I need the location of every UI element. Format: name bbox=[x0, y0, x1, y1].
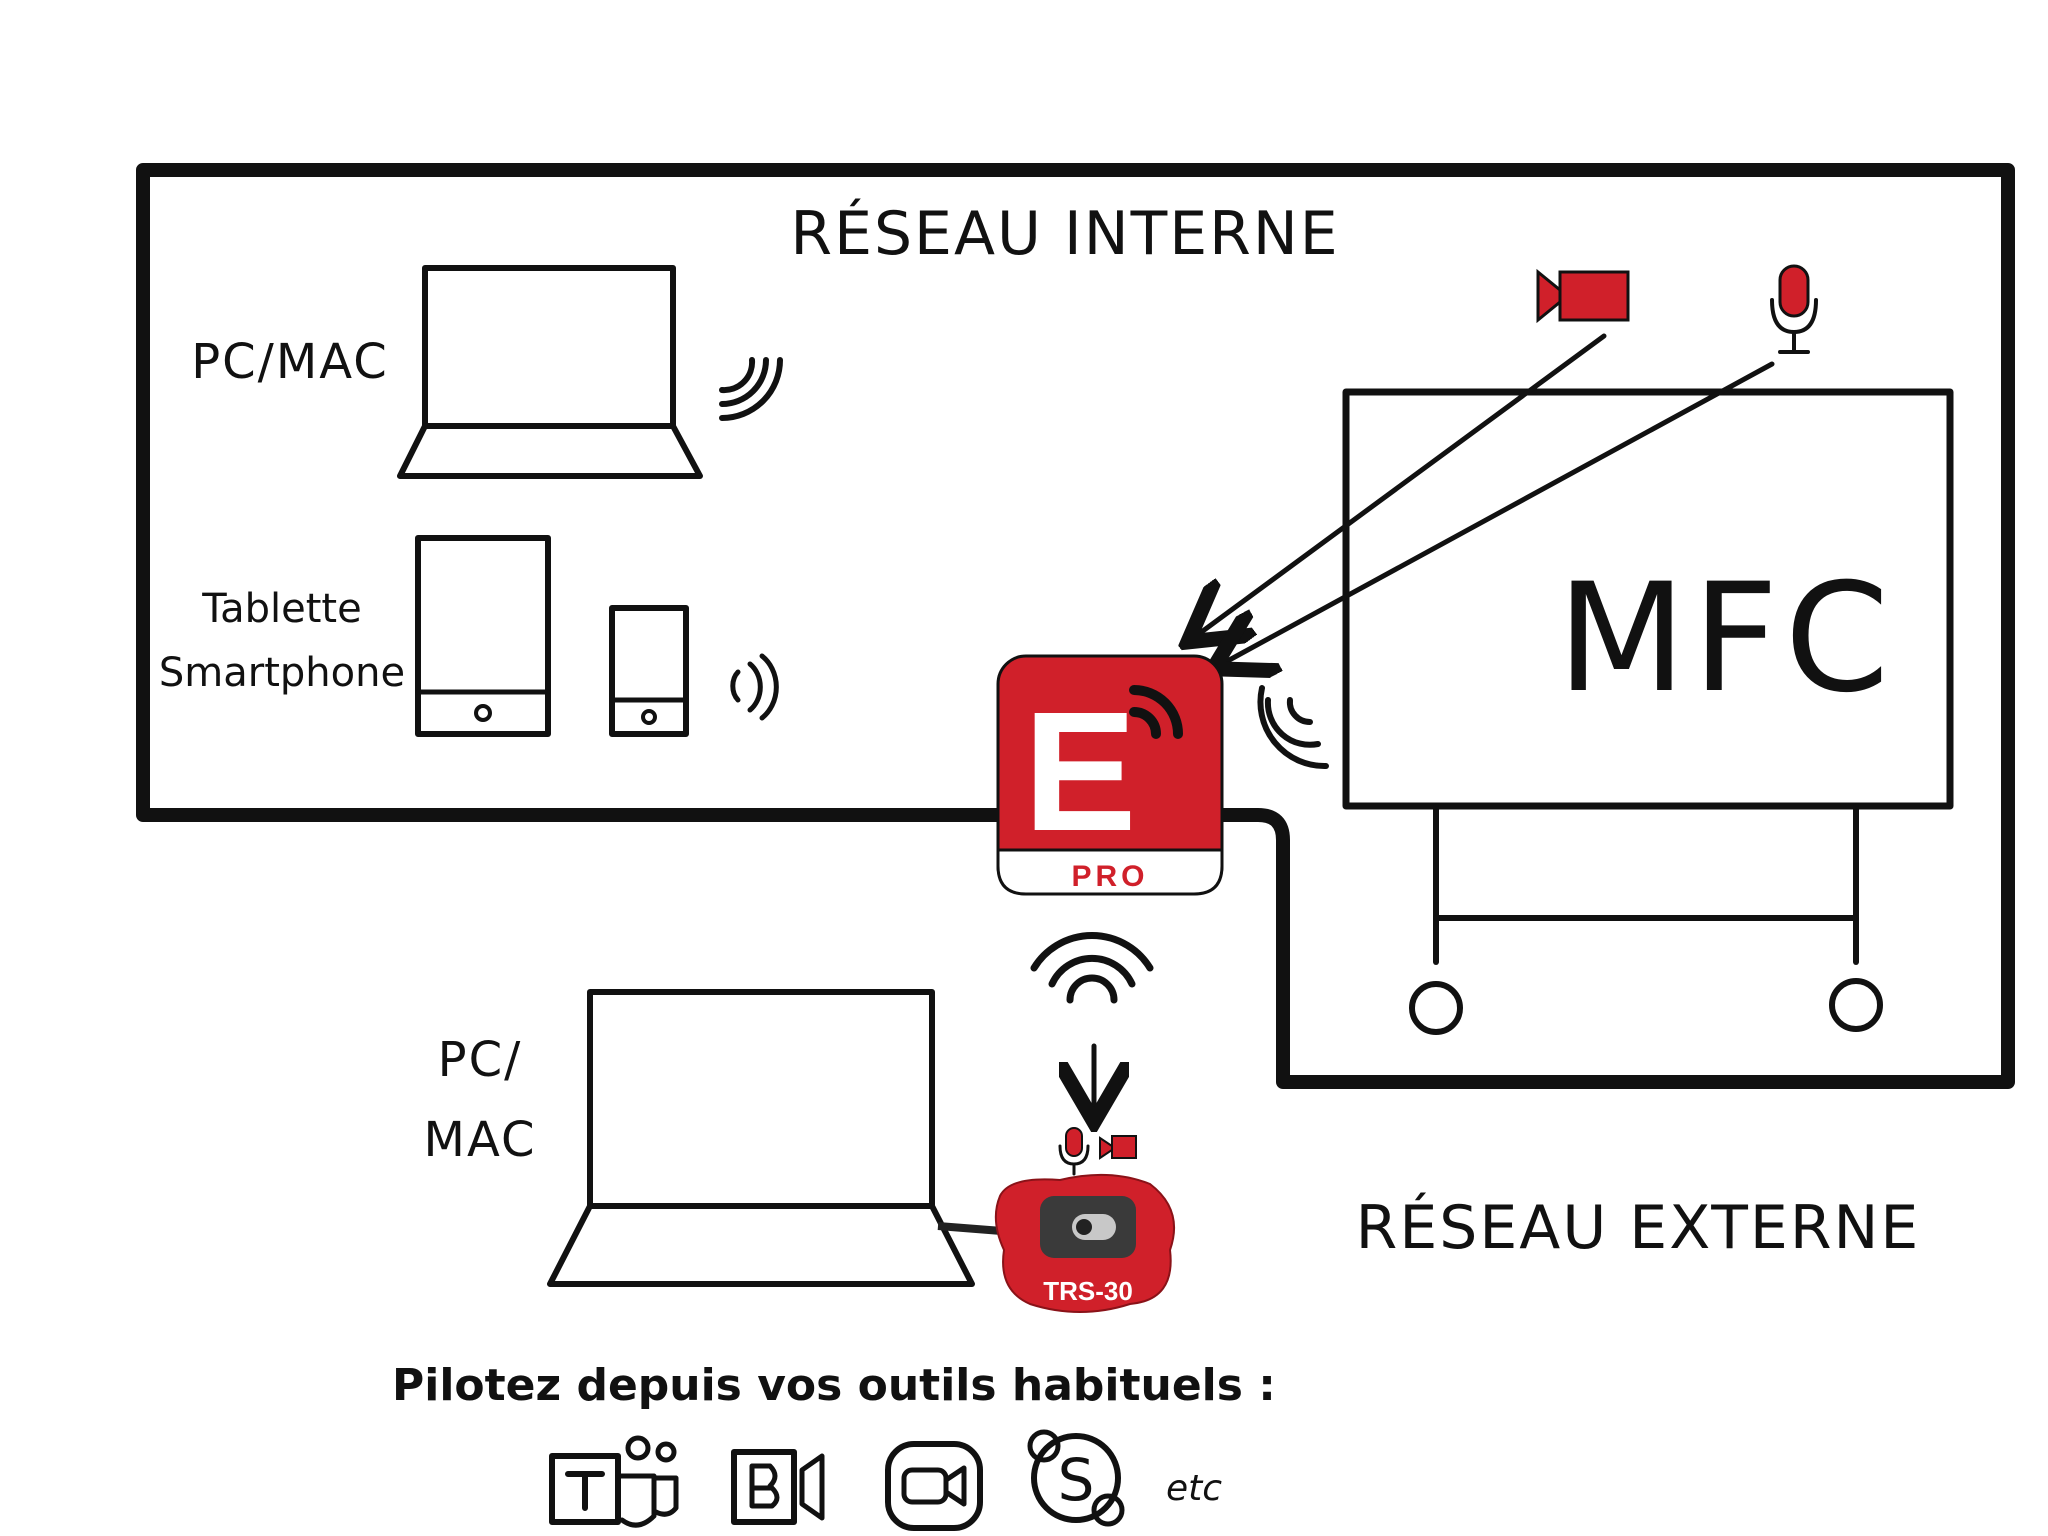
camera-icon bbox=[1099, 1135, 1137, 1160]
etc-label: etc bbox=[1166, 1468, 1222, 1509]
app-letter: E bbox=[1023, 677, 1136, 867]
microphone-icon bbox=[1058, 1127, 1090, 1176]
internal-laptop-label: PC/MAC bbox=[191, 334, 389, 390]
camera-icon bbox=[1536, 268, 1630, 324]
bluejeans-icon bbox=[731, 1449, 825, 1525]
microphone-arrow bbox=[1222, 361, 1775, 664]
wifi-signal-icon bbox=[730, 653, 779, 721]
external-laptop-label-line1: PC/ bbox=[438, 1032, 523, 1088]
internal-network-border bbox=[136, 163, 2015, 1089]
wifi-signal-icon bbox=[1030, 932, 1154, 1004]
tablet-icon bbox=[415, 535, 551, 737]
laptop-icon bbox=[547, 989, 975, 1287]
teams-icon bbox=[549, 1435, 679, 1528]
tablet-label-line2: Smartphone bbox=[159, 650, 405, 696]
trs-30-dongle: TRS-30 bbox=[994, 1173, 1175, 1313]
mfc-label: MFC bbox=[1557, 552, 1895, 726]
dongle-label: TRS-30 bbox=[1043, 1276, 1133, 1306]
svg-text:S: S bbox=[1058, 1446, 1095, 1514]
wifi-signal-icon bbox=[719, 357, 783, 421]
laptop-icon bbox=[397, 265, 703, 479]
ezcast-pro-app-icon: E PRO bbox=[996, 654, 1224, 896]
skype-icon: S bbox=[1027, 1429, 1125, 1527]
external-laptop-label-line2: MAC bbox=[424, 1112, 537, 1168]
external-network-label: RÉSEAU EXTERNE bbox=[1356, 1191, 1921, 1263]
app-badge: PRO bbox=[1071, 860, 1148, 893]
smartphone-icon bbox=[609, 605, 689, 737]
caption-text: Pilotez depuis vos outils habituels : bbox=[392, 1360, 1276, 1411]
microphone-icon bbox=[1770, 264, 1818, 354]
wifi-signal-icon bbox=[1257, 685, 1329, 770]
tablet-label-line1: Tablette bbox=[201, 586, 361, 632]
zoom-icon bbox=[885, 1441, 983, 1531]
internal-network-label: RÉSEAU INTERNE bbox=[790, 197, 1339, 269]
camera-arrow bbox=[1196, 333, 1607, 636]
